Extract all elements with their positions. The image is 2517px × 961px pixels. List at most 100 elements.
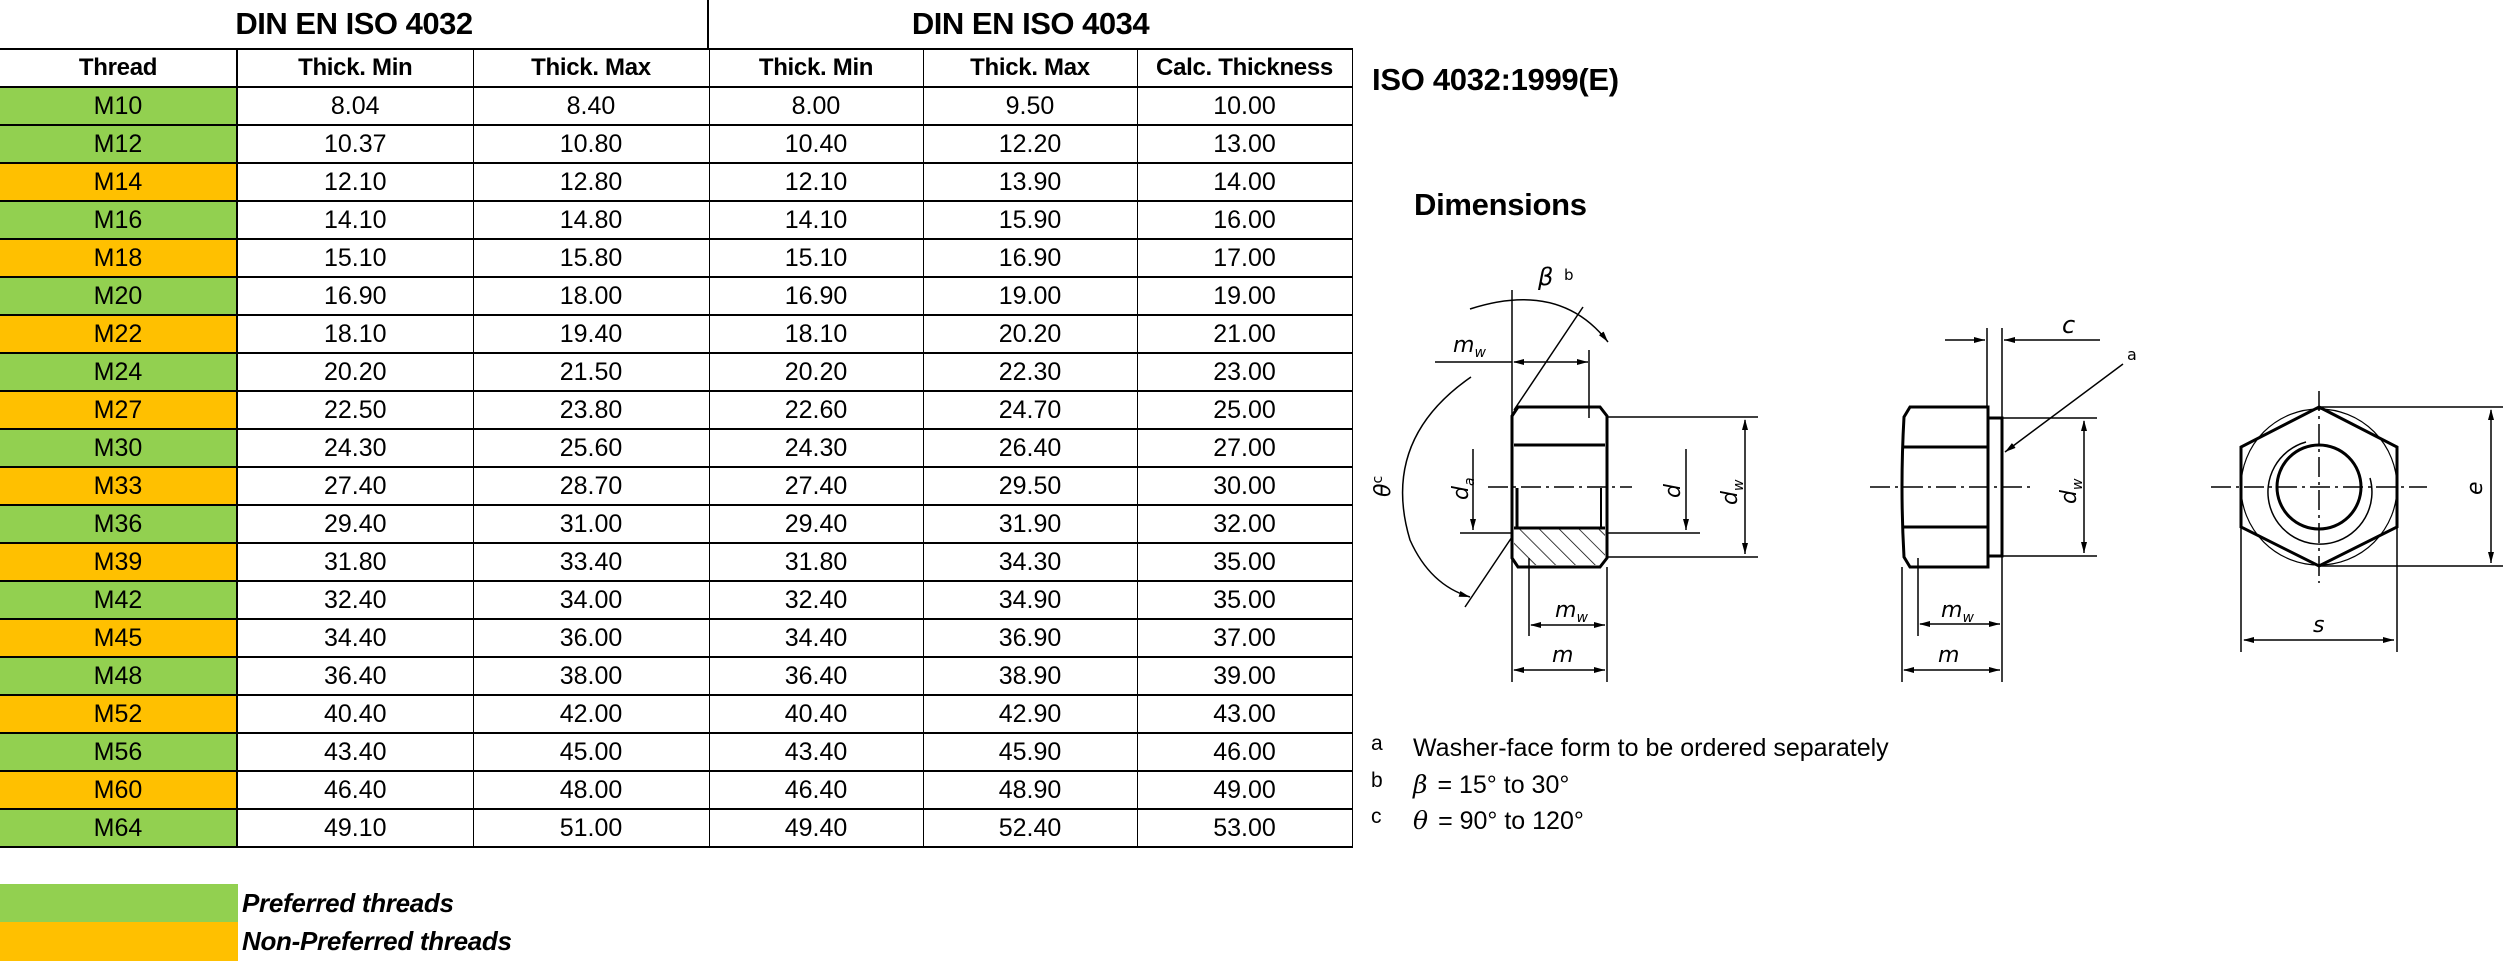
thread-cell: M18 xyxy=(0,238,238,278)
calc-thickness-cell: 21.00 xyxy=(1136,314,1353,354)
iso4034-min-cell: 8.00 xyxy=(708,86,924,126)
iso4032-min-cell: 8.04 xyxy=(236,86,474,126)
footnote-symbol: β xyxy=(1413,770,1428,799)
iso4034-min-cell: 34.40 xyxy=(708,618,924,658)
iso4034-max-cell: 26.40 xyxy=(922,428,1138,468)
iso4034-max-cell: 15.90 xyxy=(922,200,1138,240)
iso4032-max-cell: 28.70 xyxy=(472,466,710,506)
thread-cell: M52 xyxy=(0,694,238,734)
thread-cell: M10 xyxy=(0,86,238,126)
thread-cell: M39 xyxy=(0,542,238,582)
iso4034-min-cell: 16.90 xyxy=(708,276,924,316)
iso4034-min-cell: 49.40 xyxy=(708,808,924,848)
label-a: a xyxy=(2127,345,2137,364)
calc-thickness-cell: 14.00 xyxy=(1136,162,1353,202)
iso4032-max-cell: 15.80 xyxy=(472,238,710,278)
iso4034-max-cell: 48.90 xyxy=(922,770,1138,810)
iso4034-max-cell: 22.30 xyxy=(922,352,1138,392)
iso4032-min-cell: 34.40 xyxy=(236,618,474,658)
calc-thickness-cell: 37.00 xyxy=(1136,618,1353,658)
iso4032-max-cell: 33.40 xyxy=(472,542,710,582)
col-header-iso4032-max: Thick. Max xyxy=(472,48,710,88)
thread-cell: M22 xyxy=(0,314,238,354)
thread-cell: M30 xyxy=(0,428,238,468)
thread-cell: M36 xyxy=(0,504,238,544)
footnote-text: Washer-face form to be ordered separatel… xyxy=(1413,734,1889,762)
thread-cell: M27 xyxy=(0,390,238,430)
iso4032-max-cell: 45.00 xyxy=(472,732,710,772)
label-m: m xyxy=(1552,643,1573,668)
calc-thickness-cell: 49.00 xyxy=(1136,770,1353,810)
footnote-key: b xyxy=(1371,769,1383,792)
iso4034-min-cell: 12.10 xyxy=(708,162,924,202)
label-s: s xyxy=(2313,613,2324,638)
label-m-middle: m xyxy=(1938,643,1959,668)
calc-thickness-cell: 13.00 xyxy=(1136,124,1353,164)
iso4032-min-cell: 36.40 xyxy=(236,656,474,696)
nut-thickness-table: Thread Thick. Min Thick. Max Thick. Min … xyxy=(0,48,1353,848)
table-header-row: Thread Thick. Min Thick. Max Thick. Min … xyxy=(0,48,1353,88)
iso4032-min-cell: 18.10 xyxy=(236,314,474,354)
calc-thickness-cell: 27.00 xyxy=(1136,428,1353,468)
iso4032-min-cell: 43.40 xyxy=(236,732,474,772)
col-header-calc-thickness: Calc. Thickness xyxy=(1136,48,1353,88)
footnote-text: = 90° to 120° xyxy=(1438,807,1584,835)
iso4032-max-cell: 42.00 xyxy=(472,694,710,734)
iso4032-max-cell: 18.00 xyxy=(472,276,710,316)
thread-cell: M48 xyxy=(0,656,238,696)
iso4032-max-cell: 19.40 xyxy=(472,314,710,354)
calc-thickness-cell: 46.00 xyxy=(1136,732,1353,772)
calc-thickness-cell: 43.00 xyxy=(1136,694,1353,734)
iso4032-max-cell: 10.80 xyxy=(472,124,710,164)
label-theta: θc xyxy=(1370,476,1396,497)
calc-thickness-cell: 35.00 xyxy=(1136,542,1353,582)
calc-thickness-cell: 30.00 xyxy=(1136,466,1353,506)
iso4034-min-cell: 32.40 xyxy=(708,580,924,620)
thread-cell: M16 xyxy=(0,200,238,240)
label-da: da xyxy=(1449,477,1478,500)
iso4034-min-cell: 22.60 xyxy=(708,390,924,430)
iso4034-max-cell: 36.90 xyxy=(922,618,1138,658)
thread-cell: M14 xyxy=(0,162,238,202)
iso4034-max-cell: 34.30 xyxy=(922,542,1138,582)
legend-preferred: Preferred threads xyxy=(0,884,454,922)
iso4032-min-cell: 31.80 xyxy=(236,542,474,582)
thread-cell: M42 xyxy=(0,580,238,620)
iso4032-min-cell: 20.20 xyxy=(236,352,474,392)
calc-thickness-cell: 53.00 xyxy=(1136,808,1353,848)
iso4034-max-cell: 19.00 xyxy=(922,276,1138,316)
calc-thickness-cell: 23.00 xyxy=(1136,352,1353,392)
iso4032-max-cell: 34.00 xyxy=(472,580,710,620)
thread-cell: M20 xyxy=(0,276,238,316)
group-header-iso4034: DIN EN ISO 4034 xyxy=(911,6,1150,41)
iso4034-max-cell: 31.90 xyxy=(922,504,1138,544)
iso4032-max-cell: 12.80 xyxy=(472,162,710,202)
calc-thickness-cell: 32.00 xyxy=(1136,504,1353,544)
footnotes: a Washer-face form to be ordered separat… xyxy=(1371,732,1889,842)
iso4032-max-cell: 23.80 xyxy=(472,390,710,430)
iso4032-max-cell: 31.00 xyxy=(472,504,710,544)
iso4032-min-cell: 10.37 xyxy=(236,124,474,164)
iso4034-max-cell: 52.40 xyxy=(922,808,1138,848)
iso4034-min-cell: 20.20 xyxy=(708,352,924,392)
footnote-a: a Washer-face form to be ordered separat… xyxy=(1371,732,1889,770)
iso4032-max-cell: 48.00 xyxy=(472,770,710,810)
iso4034-max-cell: 16.90 xyxy=(922,238,1138,278)
calc-thickness-cell: 17.00 xyxy=(1136,238,1353,278)
thread-cell: M56 xyxy=(0,732,238,772)
footnote-c: c θ = 90° to 120° xyxy=(1371,805,1889,842)
iso4032-max-cell: 8.40 xyxy=(472,86,710,126)
iso4032-max-cell: 14.80 xyxy=(472,200,710,240)
legend-label-nonpreferred: Non-Preferred threads xyxy=(242,926,512,956)
